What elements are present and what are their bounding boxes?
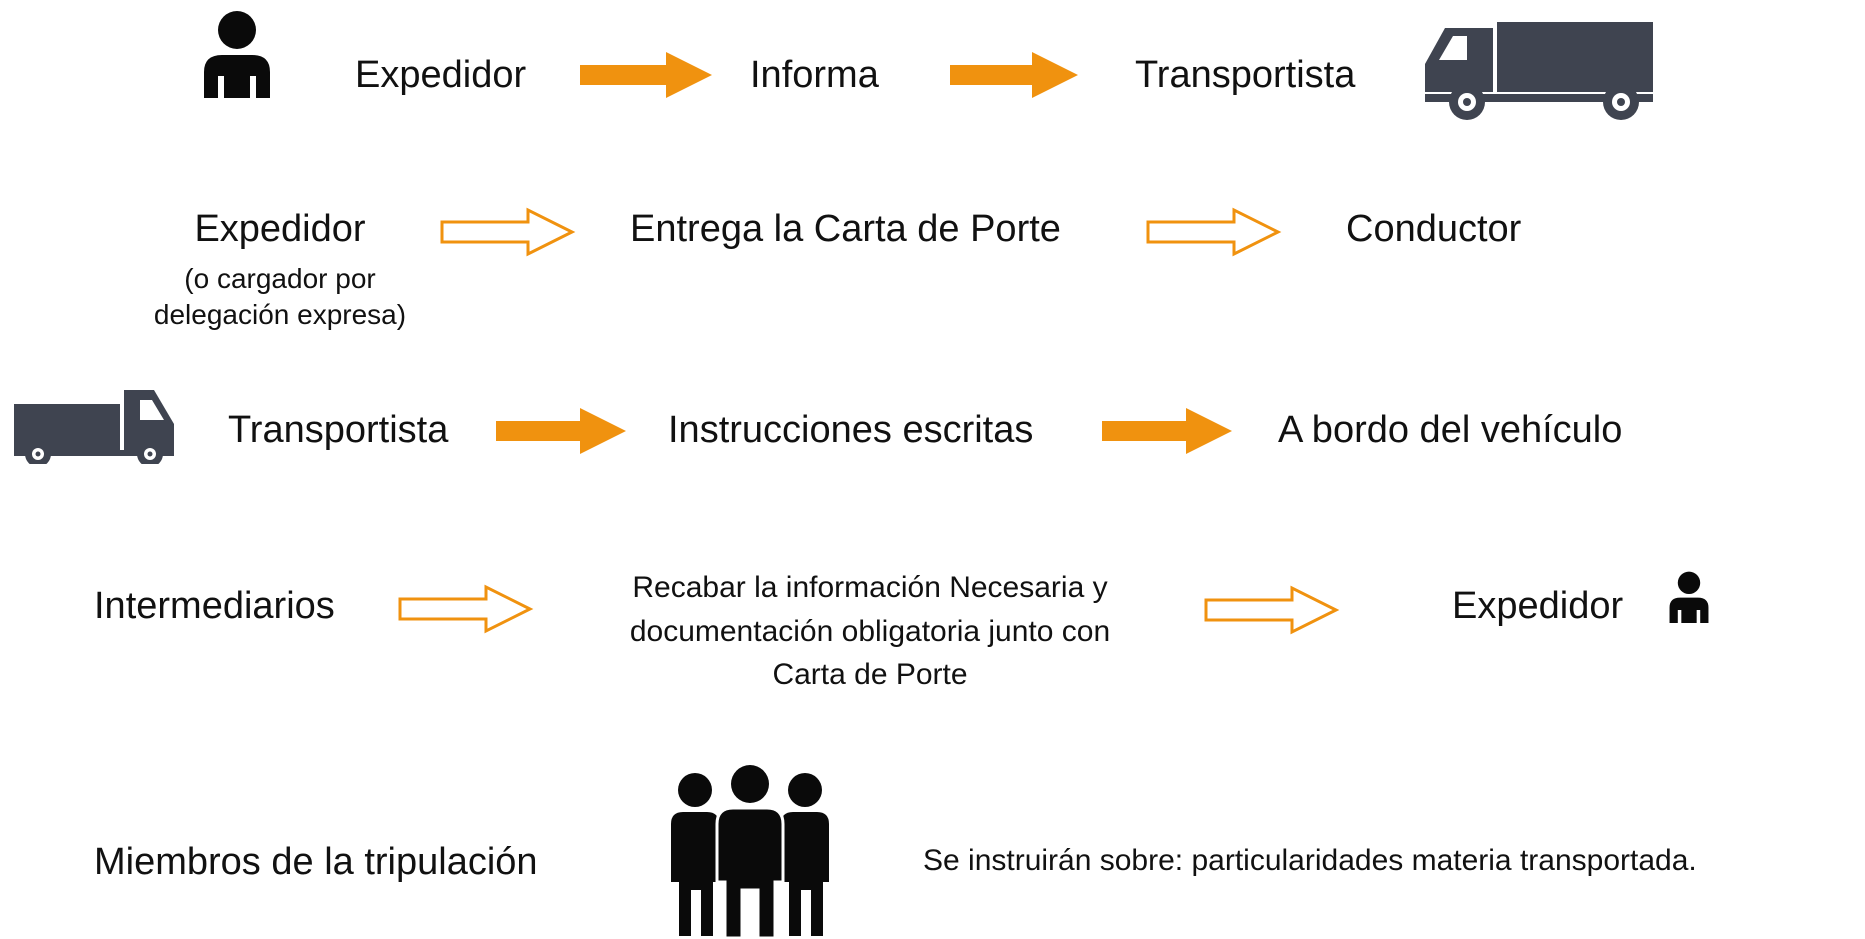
row-3-receiver: A bordo del vehículo [1278,409,1623,451]
row-4-action-line-3: Carta de Porte [772,658,968,691]
row-1-receiver: Transportista [1135,54,1356,96]
row-2-action: Entrega la Carta de Porte [630,208,1061,250]
person-icon [204,11,270,98]
outline-arrow-icon [398,584,534,634]
outline-arrow-icon [1204,585,1340,635]
row-5-subject: Miembros de la tripulación [94,841,538,883]
row-3-action: Instrucciones escritas [668,409,1034,451]
truck-icon [14,390,174,464]
row-1-sender: Expedidor [355,54,527,96]
solid-arrow-icon [1102,408,1232,454]
row-2-sender: Expedidor [194,208,366,250]
row-4-receiver: Expedidor [1452,585,1624,627]
truck-icon [1425,22,1653,120]
person-icon [1669,571,1709,623]
group-icon [671,763,829,938]
solid-arrow-icon [580,52,712,98]
row-2-sender-note-2: delegación expresa) [153,299,407,330]
row-3-sender: Transportista [228,409,449,451]
outline-arrow-icon [1146,207,1282,257]
row-2-receiver: Conductor [1346,208,1522,250]
row-5-note: Se instruirán sobre: particularidades ma… [923,844,1697,877]
row-4-action-line-1: Recabar la información Necesaria y [632,571,1108,604]
row-2-sender-note-1: (o cargador por [184,263,376,294]
row-4-sender: Intermediarios [94,585,335,627]
outline-arrow-icon [440,207,576,257]
row-1-action: Informa [750,54,879,96]
row-4-action-line-2: documentación obligatoria junto con [629,615,1111,648]
solid-arrow-icon [950,52,1078,98]
solid-arrow-icon [496,408,626,454]
